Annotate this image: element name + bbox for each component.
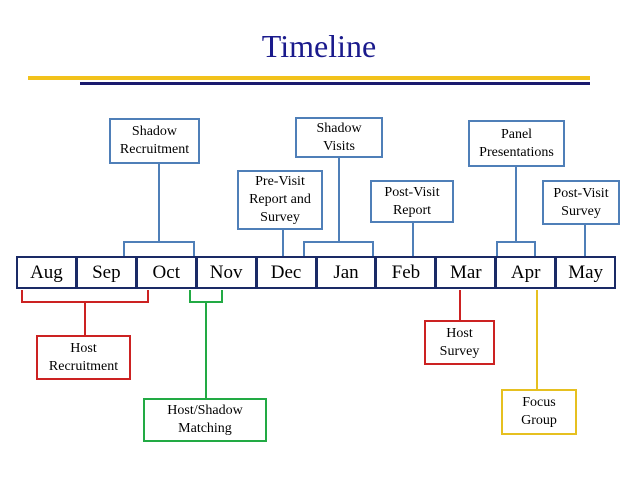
month-dec: Dec <box>258 258 318 287</box>
month-aug: Aug <box>18 258 78 287</box>
focus-group-box: Focus Group <box>501 389 577 435</box>
month-feb: Feb <box>377 258 438 287</box>
month-nov: Nov <box>198 258 258 287</box>
host-recruitment-box: Host Recruitment <box>36 335 131 380</box>
month-jan: Jan <box>318 258 378 287</box>
month-mar: Mar <box>437 258 498 287</box>
panel-presentations-box: Panel Presentations <box>468 120 565 167</box>
shadow-recruitment-box: Shadow Recruitment <box>109 118 200 164</box>
panel-presentations-bracket <box>496 167 536 256</box>
host-recruitment-bracket <box>21 290 149 335</box>
title-underline-gold <box>28 76 590 80</box>
post-visit-report-box: Post-Visit Report <box>370 180 454 223</box>
month-may: May <box>568 261 604 283</box>
host-shadow-matching-box: Host/Shadow Matching <box>143 398 267 442</box>
page-title: Timeline <box>261 28 377 64</box>
month-oct: Oct <box>138 258 198 287</box>
shadow-visits-bracket <box>303 157 374 256</box>
month-sep: Sep <box>78 258 138 287</box>
host-shadow-matching-bracket <box>189 290 223 398</box>
host-survey-box: Host Survey <box>424 320 495 365</box>
shadow-recruitment-bracket <box>123 164 195 256</box>
shadow-visits-box: Shadow Visits <box>295 117 383 158</box>
title-underline-navy <box>80 82 590 85</box>
post-visit-survey-box: Post-Visit Survey <box>542 180 620 225</box>
pre-visit-report-survey-box: Pre-Visit Report and Survey <box>237 170 323 230</box>
month-timeline: Aug Sep Oct Nov Dec Jan Feb Mar Apr May <box>16 256 616 289</box>
month-apr: Apr <box>497 258 558 287</box>
